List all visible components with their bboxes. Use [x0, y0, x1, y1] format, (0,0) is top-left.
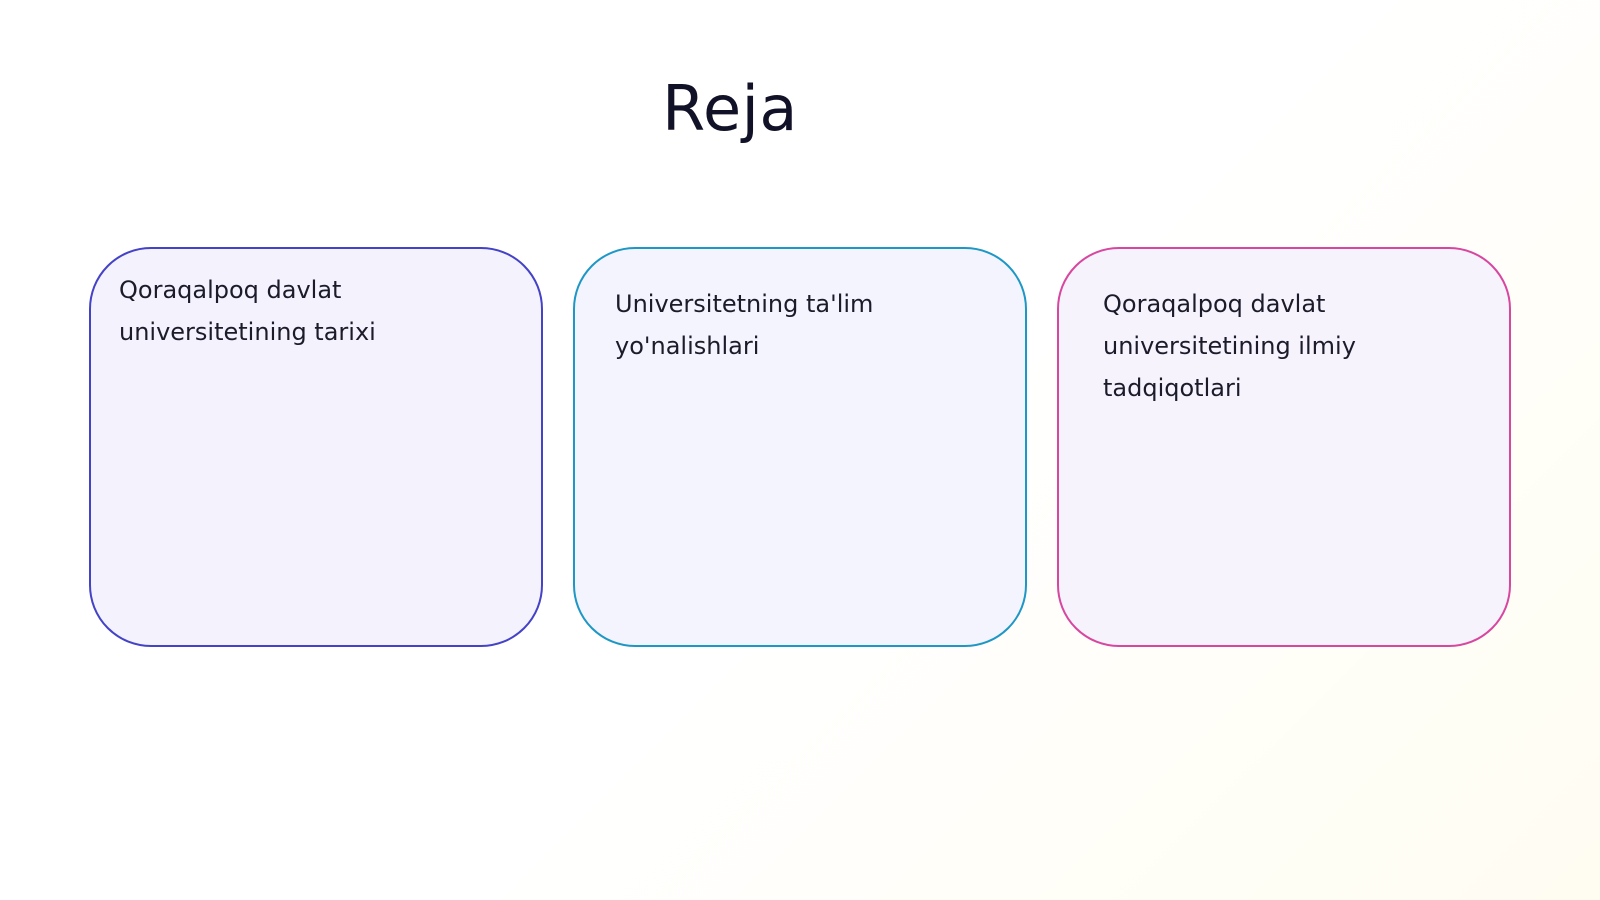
plan-card-1: Qoraqalpoq davlat universitetining tarix…	[89, 247, 543, 647]
plan-card-3: Qoraqalpoq davlat universitetining ilmiy…	[1057, 247, 1511, 647]
slide-title: Reja	[662, 72, 798, 145]
plan-card-2-text: Universitetning ta'lim yo'nalishlari	[615, 290, 874, 360]
plan-card-1-text: Qoraqalpoq davlat universitetining tarix…	[119, 276, 376, 346]
plan-card-3-text: Qoraqalpoq davlat universitetining ilmiy…	[1103, 290, 1356, 402]
plan-card-2: Universitetning ta'lim yo'nalishlari	[573, 247, 1027, 647]
